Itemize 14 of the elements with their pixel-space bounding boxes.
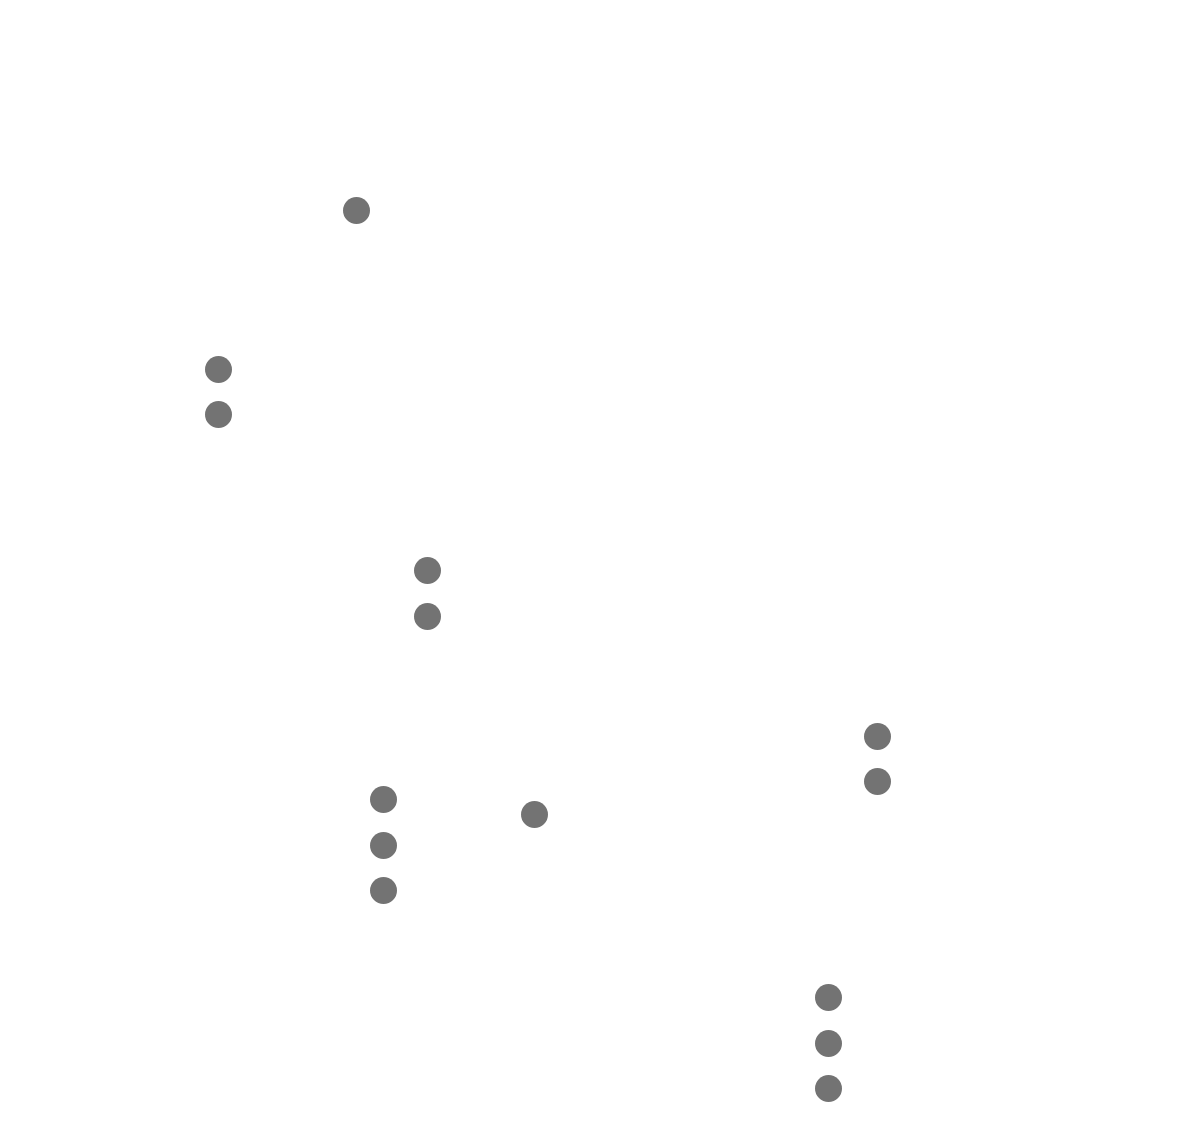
- dot: [413, 556, 441, 584]
- dot: [369, 876, 397, 904]
- dot: [520, 800, 548, 828]
- dot: [342, 196, 370, 224]
- dot: [369, 831, 397, 859]
- dot: [369, 785, 397, 813]
- dot: [814, 983, 842, 1011]
- dot: [814, 1029, 842, 1057]
- dot: [863, 722, 891, 750]
- dot: [204, 400, 232, 428]
- dot: [413, 602, 441, 630]
- dot: [863, 767, 891, 795]
- dot: [814, 1074, 842, 1102]
- dot: [204, 355, 232, 383]
